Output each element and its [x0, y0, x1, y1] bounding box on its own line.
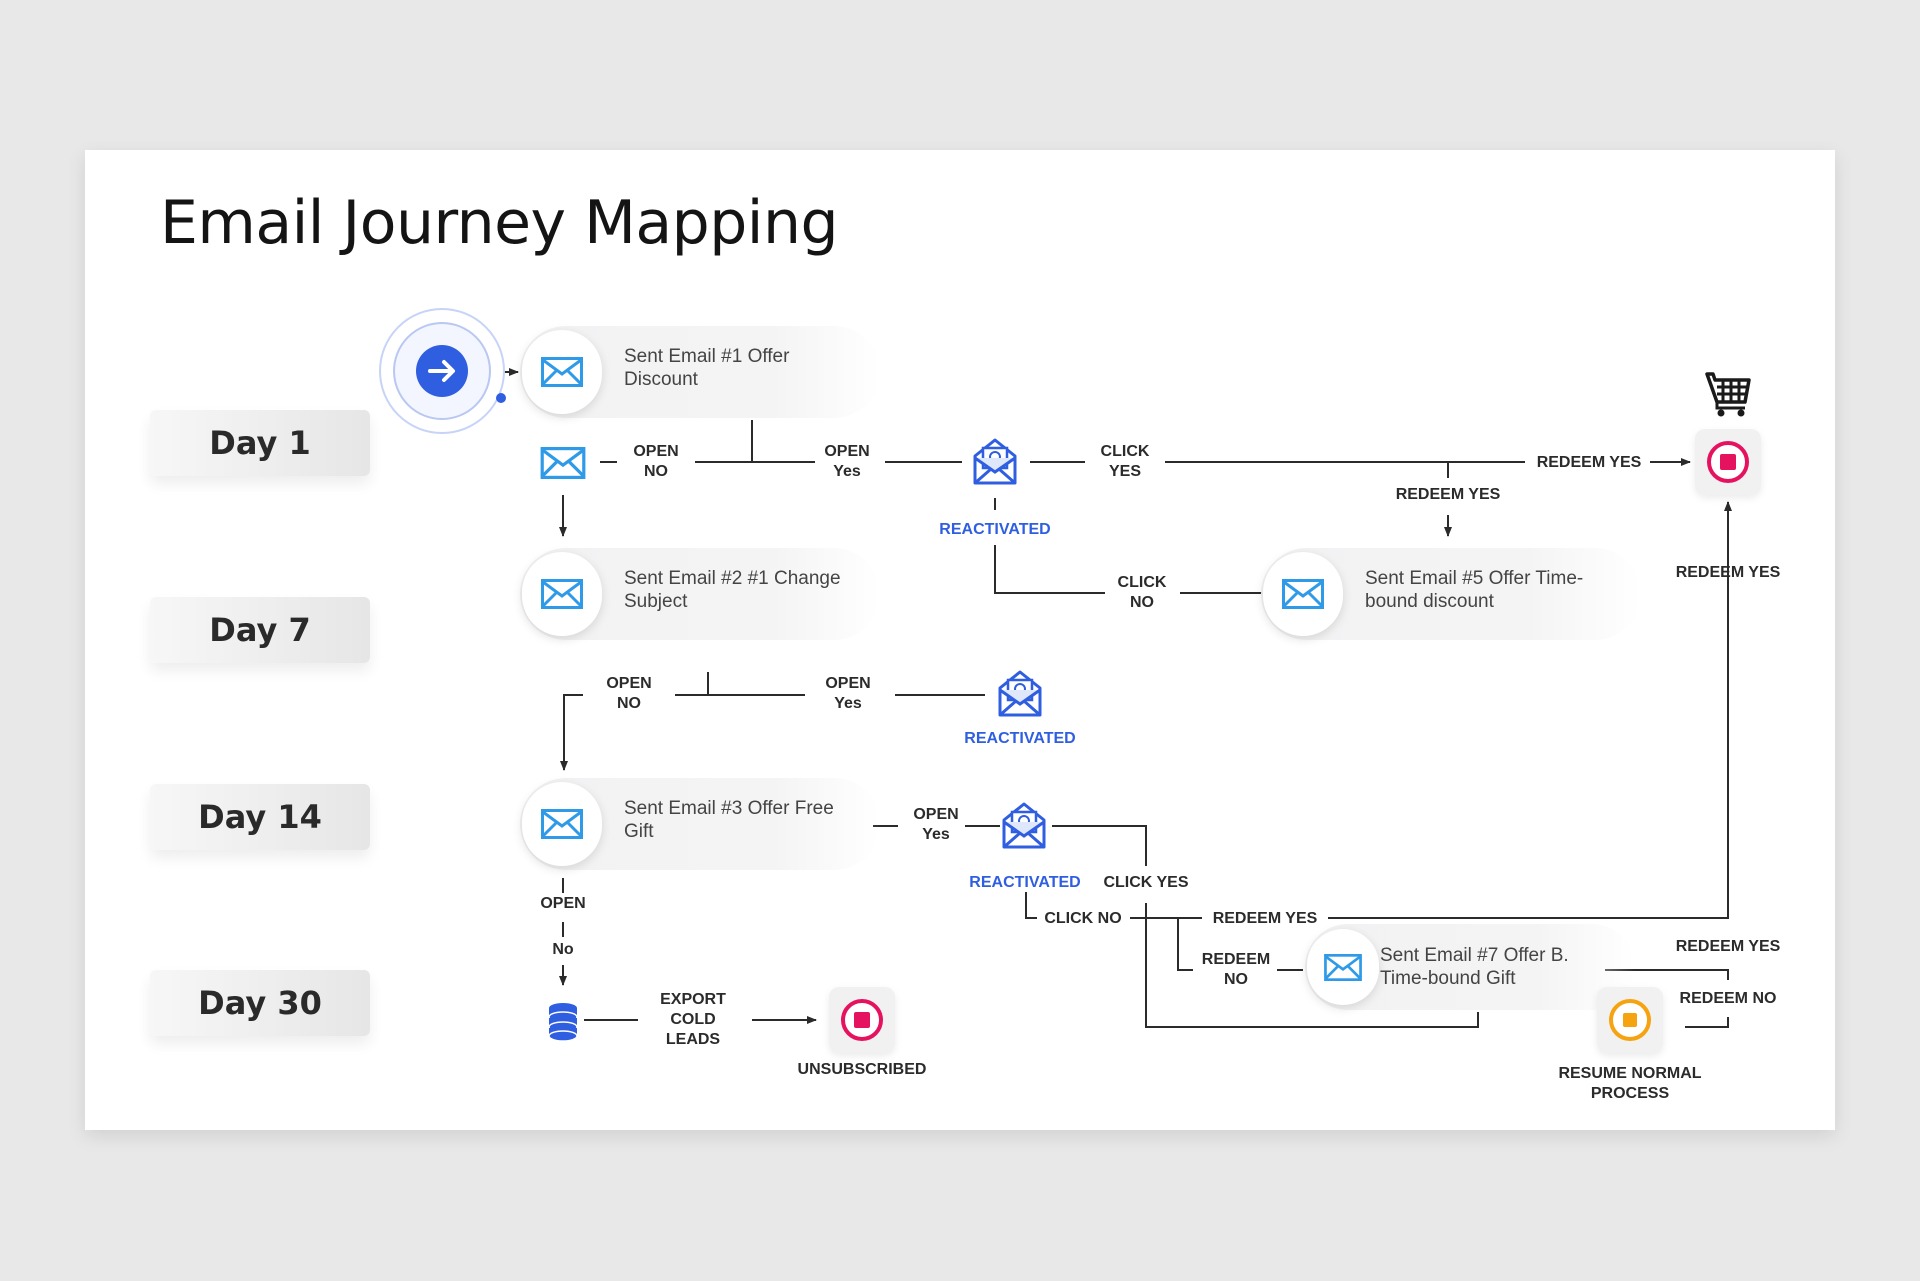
arrow-right-icon: [379, 308, 506, 434]
label-click-no: CLICK NO: [1117, 574, 1167, 611]
email-2-card[interactable]: Sent Email #2 #1 Change Subject: [520, 548, 880, 640]
reactivated-mail-icon: [972, 436, 1018, 491]
stop-node-redeem[interactable]: [1695, 429, 1761, 495]
label-open-yes: OPEN Yes: [824, 443, 870, 480]
label-open-yes: OPEN Yes: [913, 806, 959, 843]
label-redeem-no: REDEEM NO: [1201, 951, 1271, 988]
email-2-text: Sent Email #2 #1 Change Subject: [624, 568, 841, 612]
email-5-text: Sent Email #5 Offer Time- bound discount: [1365, 568, 1584, 612]
stop-icon: [841, 999, 883, 1041]
day-label-7: Day 7: [150, 597, 370, 663]
day-label-30: Day 30: [150, 970, 370, 1036]
reactivated-mail-icon: [997, 668, 1043, 723]
label-redeem-yes: REDEEM YES: [1675, 564, 1781, 581]
pause-icon: [1609, 999, 1651, 1041]
envelope-icon: [522, 330, 602, 414]
label-export-cold-leads: EXPORT COLD LEADS: [660, 991, 726, 1048]
label-reactivated: REACTIVATED: [969, 874, 1081, 891]
label-reactivated: REACTIVATED: [939, 521, 1051, 538]
email-3-card[interactable]: Sent Email #3 Offer Free Gift: [520, 778, 880, 870]
email-7-card[interactable]: Sent Email #7 Offer B. Time-bound Gift: [1305, 924, 1635, 1010]
email-7-text: Sent Email #7 Offer B. Time-bound Gift: [1380, 945, 1569, 989]
email-5-card[interactable]: Sent Email #5 Offer Time- bound discount: [1261, 548, 1641, 640]
start-node[interactable]: [378, 307, 506, 435]
label-click-yes: CLICK YES: [1103, 874, 1189, 891]
envelope-icon: [540, 447, 586, 484]
label-click-no: CLICK NO: [1044, 910, 1122, 927]
label-redeem-yes: REDEEM YES: [1212, 910, 1318, 927]
label-open-no: OPEN NO: [606, 675, 652, 712]
label-no: No: [552, 941, 574, 958]
page-title: Email Journey Mapping: [160, 188, 839, 258]
label-resume-normal-process: RESUME NORMAL PROCESS: [1558, 1065, 1702, 1102]
pause-node-resume[interactable]: [1597, 987, 1663, 1053]
label-redeem-yes: REDEEM YES: [1536, 454, 1642, 471]
email-3-text: Sent Email #3 Offer Free Gift: [624, 798, 834, 842]
shopping-cart-icon: [1705, 370, 1753, 423]
label-open-yes: OPEN Yes: [825, 675, 871, 712]
day-label-1: Day 1: [150, 410, 370, 476]
reactivated-mail-icon: [1001, 800, 1047, 855]
database-icon: [547, 1002, 579, 1047]
label-reactivated: REACTIVATED: [964, 730, 1076, 747]
envelope-icon: [522, 552, 602, 636]
envelope-icon: [522, 782, 602, 866]
label-unsubscribed: UNSUBSCRIBED: [797, 1061, 927, 1078]
label-redeem-yes: REDEEM YES: [1395, 486, 1501, 503]
day-label-14: Day 14: [150, 784, 370, 850]
label-open: OPEN: [540, 895, 586, 912]
label-open-no: OPEN NO: [633, 443, 679, 480]
email-1-text: Sent Email #1 Offer Discount: [624, 346, 790, 390]
label-redeem-no: REDEEM NO: [1679, 990, 1777, 1007]
stop-icon: [1707, 441, 1749, 483]
envelope-icon: [1307, 929, 1379, 1005]
email-1-card[interactable]: Sent Email #1 Offer Discount: [520, 326, 880, 418]
envelope-icon: [1263, 552, 1343, 636]
label-click-yes: CLICK YES: [1100, 443, 1150, 480]
stop-node-unsubscribed[interactable]: [829, 987, 895, 1053]
label-redeem-yes: REDEEM YES: [1675, 938, 1781, 955]
